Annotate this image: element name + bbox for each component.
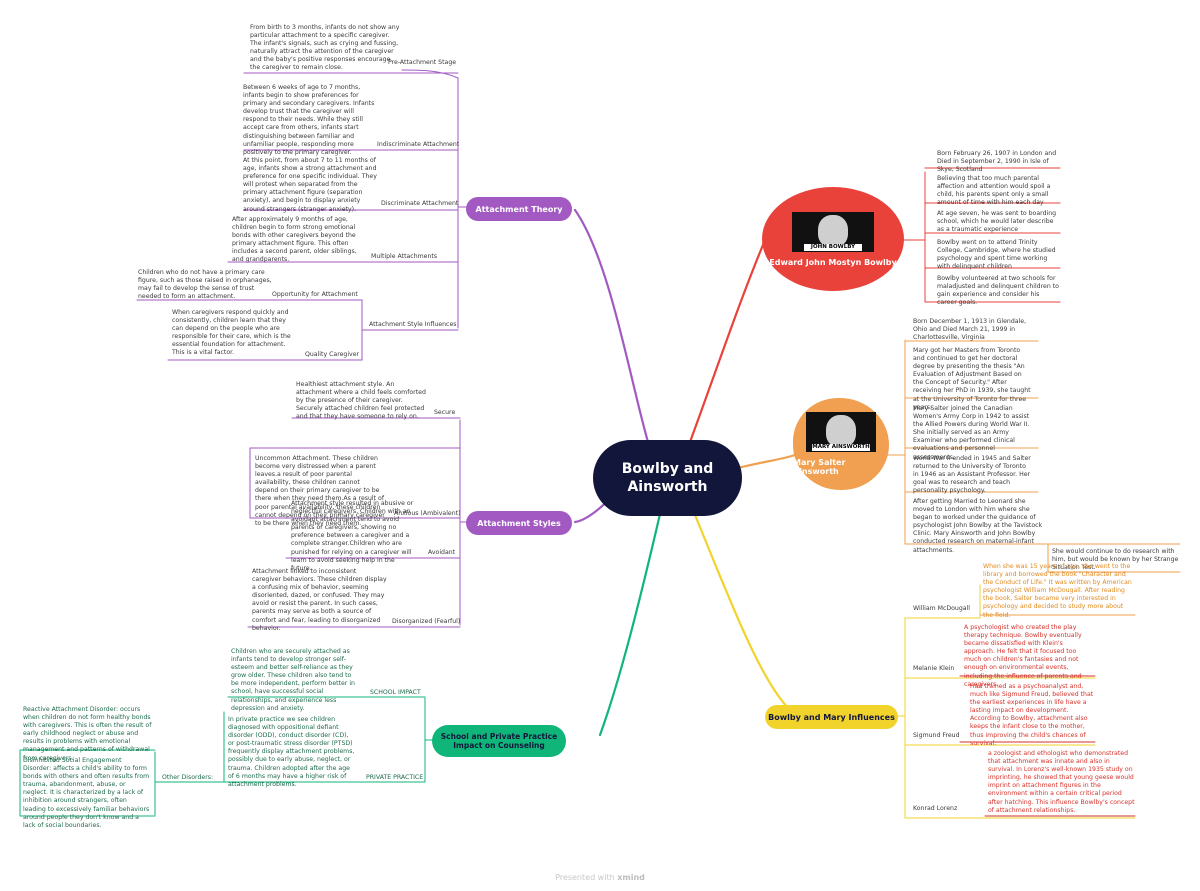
bowlby-name: Edward John Mostyn Bowlby <box>769 257 897 267</box>
ainsworth-portrait: MARY AINSWORTH <box>806 412 876 452</box>
private-practice-label: PRIVATE PRACTICE <box>366 774 424 781</box>
ainsworth-fact-3: Mary Salter joined the Canadian Women's … <box>913 405 1030 461</box>
ainsworth-fact-4: World War II ended in 1945 and Salter re… <box>913 455 1031 495</box>
multiple-attachments-label: Multiple Attachments <box>371 253 438 260</box>
opportunity-text: Children who do not have a primary care … <box>138 269 272 301</box>
anxious-label: Anxious (Ambivalent) <box>394 510 461 517</box>
discriminate-text: At this point, from about 7 to 11 months… <box>243 157 377 213</box>
multiple-attachments-text: After approximately 9 months of age, chi… <box>232 216 357 264</box>
bowlby-node[interactable]: JOHN BOWLBY Edward John Mostyn Bowlby <box>762 187 904 291</box>
disorganized-label: Disorganized (Fearful) <box>392 618 461 625</box>
freud-text: Had trained as a psychoanalyst and, much… <box>970 683 1094 747</box>
bowlby-fact-1: Born February 26, 1907 in London and Die… <box>937 150 1057 174</box>
rad-text: Reactive Attachment Disorder: occurs whe… <box>23 706 152 762</box>
secure-text: Healthiest attachment style. An attachme… <box>296 381 426 421</box>
private-practice-text: In private practice we see children diag… <box>228 716 355 788</box>
lorenz-label: Konrad Lorenz <box>913 805 958 812</box>
bowlby-fact-5: Bowlby volunteered at two schools for ma… <box>937 275 1059 307</box>
discriminate-label: Discriminate Attachment <box>381 200 459 207</box>
central-topic[interactable]: Bowlby and Ainsworth <box>593 440 742 516</box>
avoidant-label: Avoidant <box>428 549 456 556</box>
klein-text: A psychologist who created the play ther… <box>964 624 1082 688</box>
ainsworth-fact-2: Mary got her Masters from Toronto and co… <box>913 347 1031 411</box>
school-impact-text: Children who are securely attached as in… <box>231 648 355 712</box>
influences-node[interactable]: Bowlby and Mary Influences <box>765 705 898 729</box>
pre-attachment-text: From birth to 3 months, infants do not s… <box>250 24 400 72</box>
school-impact-label: SCHOOL IMPACT <box>370 689 421 696</box>
anxious-text: Uncommon Attachment. These children beco… <box>255 455 385 527</box>
style-influences-label: Attachment Style Influences <box>369 321 457 328</box>
lorenz-text: a zoologist and ethologist who demonstra… <box>988 750 1135 814</box>
ainsworth-fact-1: Born December 1, 1913 in Glendale, Ohio … <box>913 318 1027 342</box>
quality-caregiver-label: Quality Caregiver <box>305 351 360 358</box>
attachment-theory-node[interactable]: Attachment Theory <box>466 197 572 221</box>
mcdougall-label: William McDougall <box>913 605 971 612</box>
footer: Presented with xmind <box>555 873 645 882</box>
avoidant-text: Attachment style resulted in abusive or … <box>291 500 414 572</box>
ainsworth-name: Mary Salter Ainsworth <box>793 458 846 476</box>
other-disorders-label: Other Disorders: <box>162 774 214 781</box>
school-practice-node[interactable]: School and Private Practice Impact on Co… <box>432 725 566 757</box>
bowlby-fact-3: At age seven, he was sent to boarding sc… <box>937 210 1057 234</box>
mcdougall-text: When she was 15 years of age, she went t… <box>983 563 1132 619</box>
ainsworth-node[interactable]: MARY AINSWORTH Mary Salter Ainsworth <box>793 398 889 490</box>
bowlby-portrait: JOHN BOWLBY <box>792 211 874 252</box>
quality-caregiver-text: When caregivers respond quickly and cons… <box>172 309 291 357</box>
bowlby-fact-4: Bowlby went on to attend Trinity College… <box>937 239 1056 271</box>
opportunity-label: Opportunity for Attachment <box>272 291 358 298</box>
attachment-styles-node[interactable]: Attachment Styles <box>466 511 572 535</box>
secure-label: Secure <box>434 409 456 416</box>
freud-label: Sigmund Freud <box>913 732 960 739</box>
pre-attachment-label: Pre-Attachment Stage <box>388 59 457 66</box>
disorganized-text: Attachment linked to inconsistent caregi… <box>252 568 387 632</box>
indiscriminate-text: Between 6 weeks of age to 7 months, infa… <box>243 84 375 156</box>
ainsworth-extra: She would continue to do research with h… <box>1052 548 1179 572</box>
bowlby-fact-2: Believing that too much parental affecti… <box>937 175 1051 207</box>
dsed-text: Disinhibited Social Engagement Disorder:… <box>23 757 150 829</box>
ainsworth-fact-5: After getting Married to Leonard she mov… <box>913 498 1043 554</box>
klein-label: Melanie Klein <box>913 665 955 672</box>
indiscriminate-label: Indiscriminate Attachment <box>377 141 460 148</box>
